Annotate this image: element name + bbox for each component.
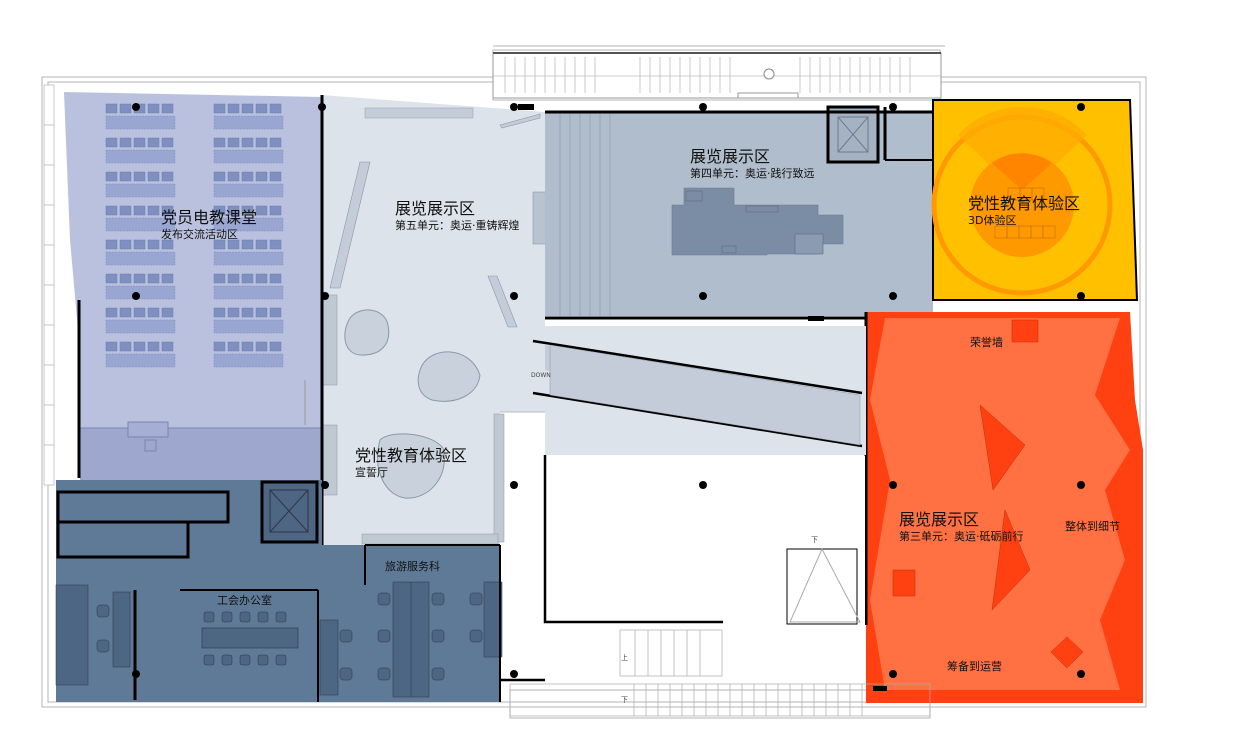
label-oath-hall: 党性教育体验区 宣誓厅	[355, 446, 468, 479]
exhibit-5-subtitle: 第五单元：奥运·重铸辉煌	[395, 219, 520, 232]
exhibit-3-title: 展览展示区	[899, 510, 980, 529]
prep-to-ops-label: 筹备到运营	[947, 660, 1002, 673]
tourism-dept-label: 旅游服务科	[385, 560, 440, 573]
oath-hall-subtitle: 宣誓厅	[355, 466, 388, 479]
label-classroom: 党员电教课堂 发布交流活动区	[161, 208, 258, 241]
left-facade	[43, 84, 55, 486]
classroom-title: 党员电教课堂	[161, 208, 258, 227]
zone-exhibit-4	[545, 105, 933, 320]
stair-down-cn-label-2: 下	[811, 536, 818, 544]
label-exhibit-5: 展览展示区 第五单元：奥运·重铸辉煌	[395, 199, 520, 232]
zone-exhibit-3	[864, 312, 1143, 703]
bottom-stairs	[509, 629, 931, 717]
escalator	[532, 326, 866, 455]
label-experience-3d: 党性教育体验区 3D体验区	[968, 194, 1081, 227]
label-exhibit-3: 展览展示区 第三单元：奥运·砥砺前行	[899, 510, 1024, 543]
experience-3d-title: 党性教育体验区	[968, 194, 1081, 213]
honor-wall-label: 荣誉墙	[970, 336, 1003, 349]
experience-3d-subtitle: 3D体验区	[968, 214, 1017, 227]
stair-down-cn-label: 下	[621, 696, 628, 704]
exhibit-3-subtitle: 第三单元：奥运·砥砺前行	[899, 530, 1024, 543]
oath-hall-title: 党性教育体验区	[355, 446, 468, 465]
zone-classroom	[64, 92, 322, 480]
stair-up-label: 上	[621, 654, 628, 662]
exhibit-4-subtitle: 第四单元：奥运·践行致远	[690, 167, 815, 180]
void-area	[500, 411, 865, 686]
union-office-label: 工会办公室	[217, 594, 272, 607]
zone-experience-3d	[931, 99, 1139, 301]
label-exhibit-4: 展览展示区 第四单元：奥运·践行致远	[690, 147, 815, 180]
top-corridor	[492, 52, 942, 99]
exhibit-5-title: 展览展示区	[395, 199, 476, 218]
whole-to-detail-label: 整体到细节	[1065, 520, 1120, 533]
zone-exhibit-5	[304, 95, 599, 545]
exhibit-4-title: 展览展示区	[690, 147, 771, 166]
zone-offices	[55, 480, 545, 702]
classroom-subtitle: 发布交流活动区	[161, 228, 238, 241]
structural-columns	[132, 103, 1085, 678]
stair-down-label: DOWN	[531, 372, 551, 379]
